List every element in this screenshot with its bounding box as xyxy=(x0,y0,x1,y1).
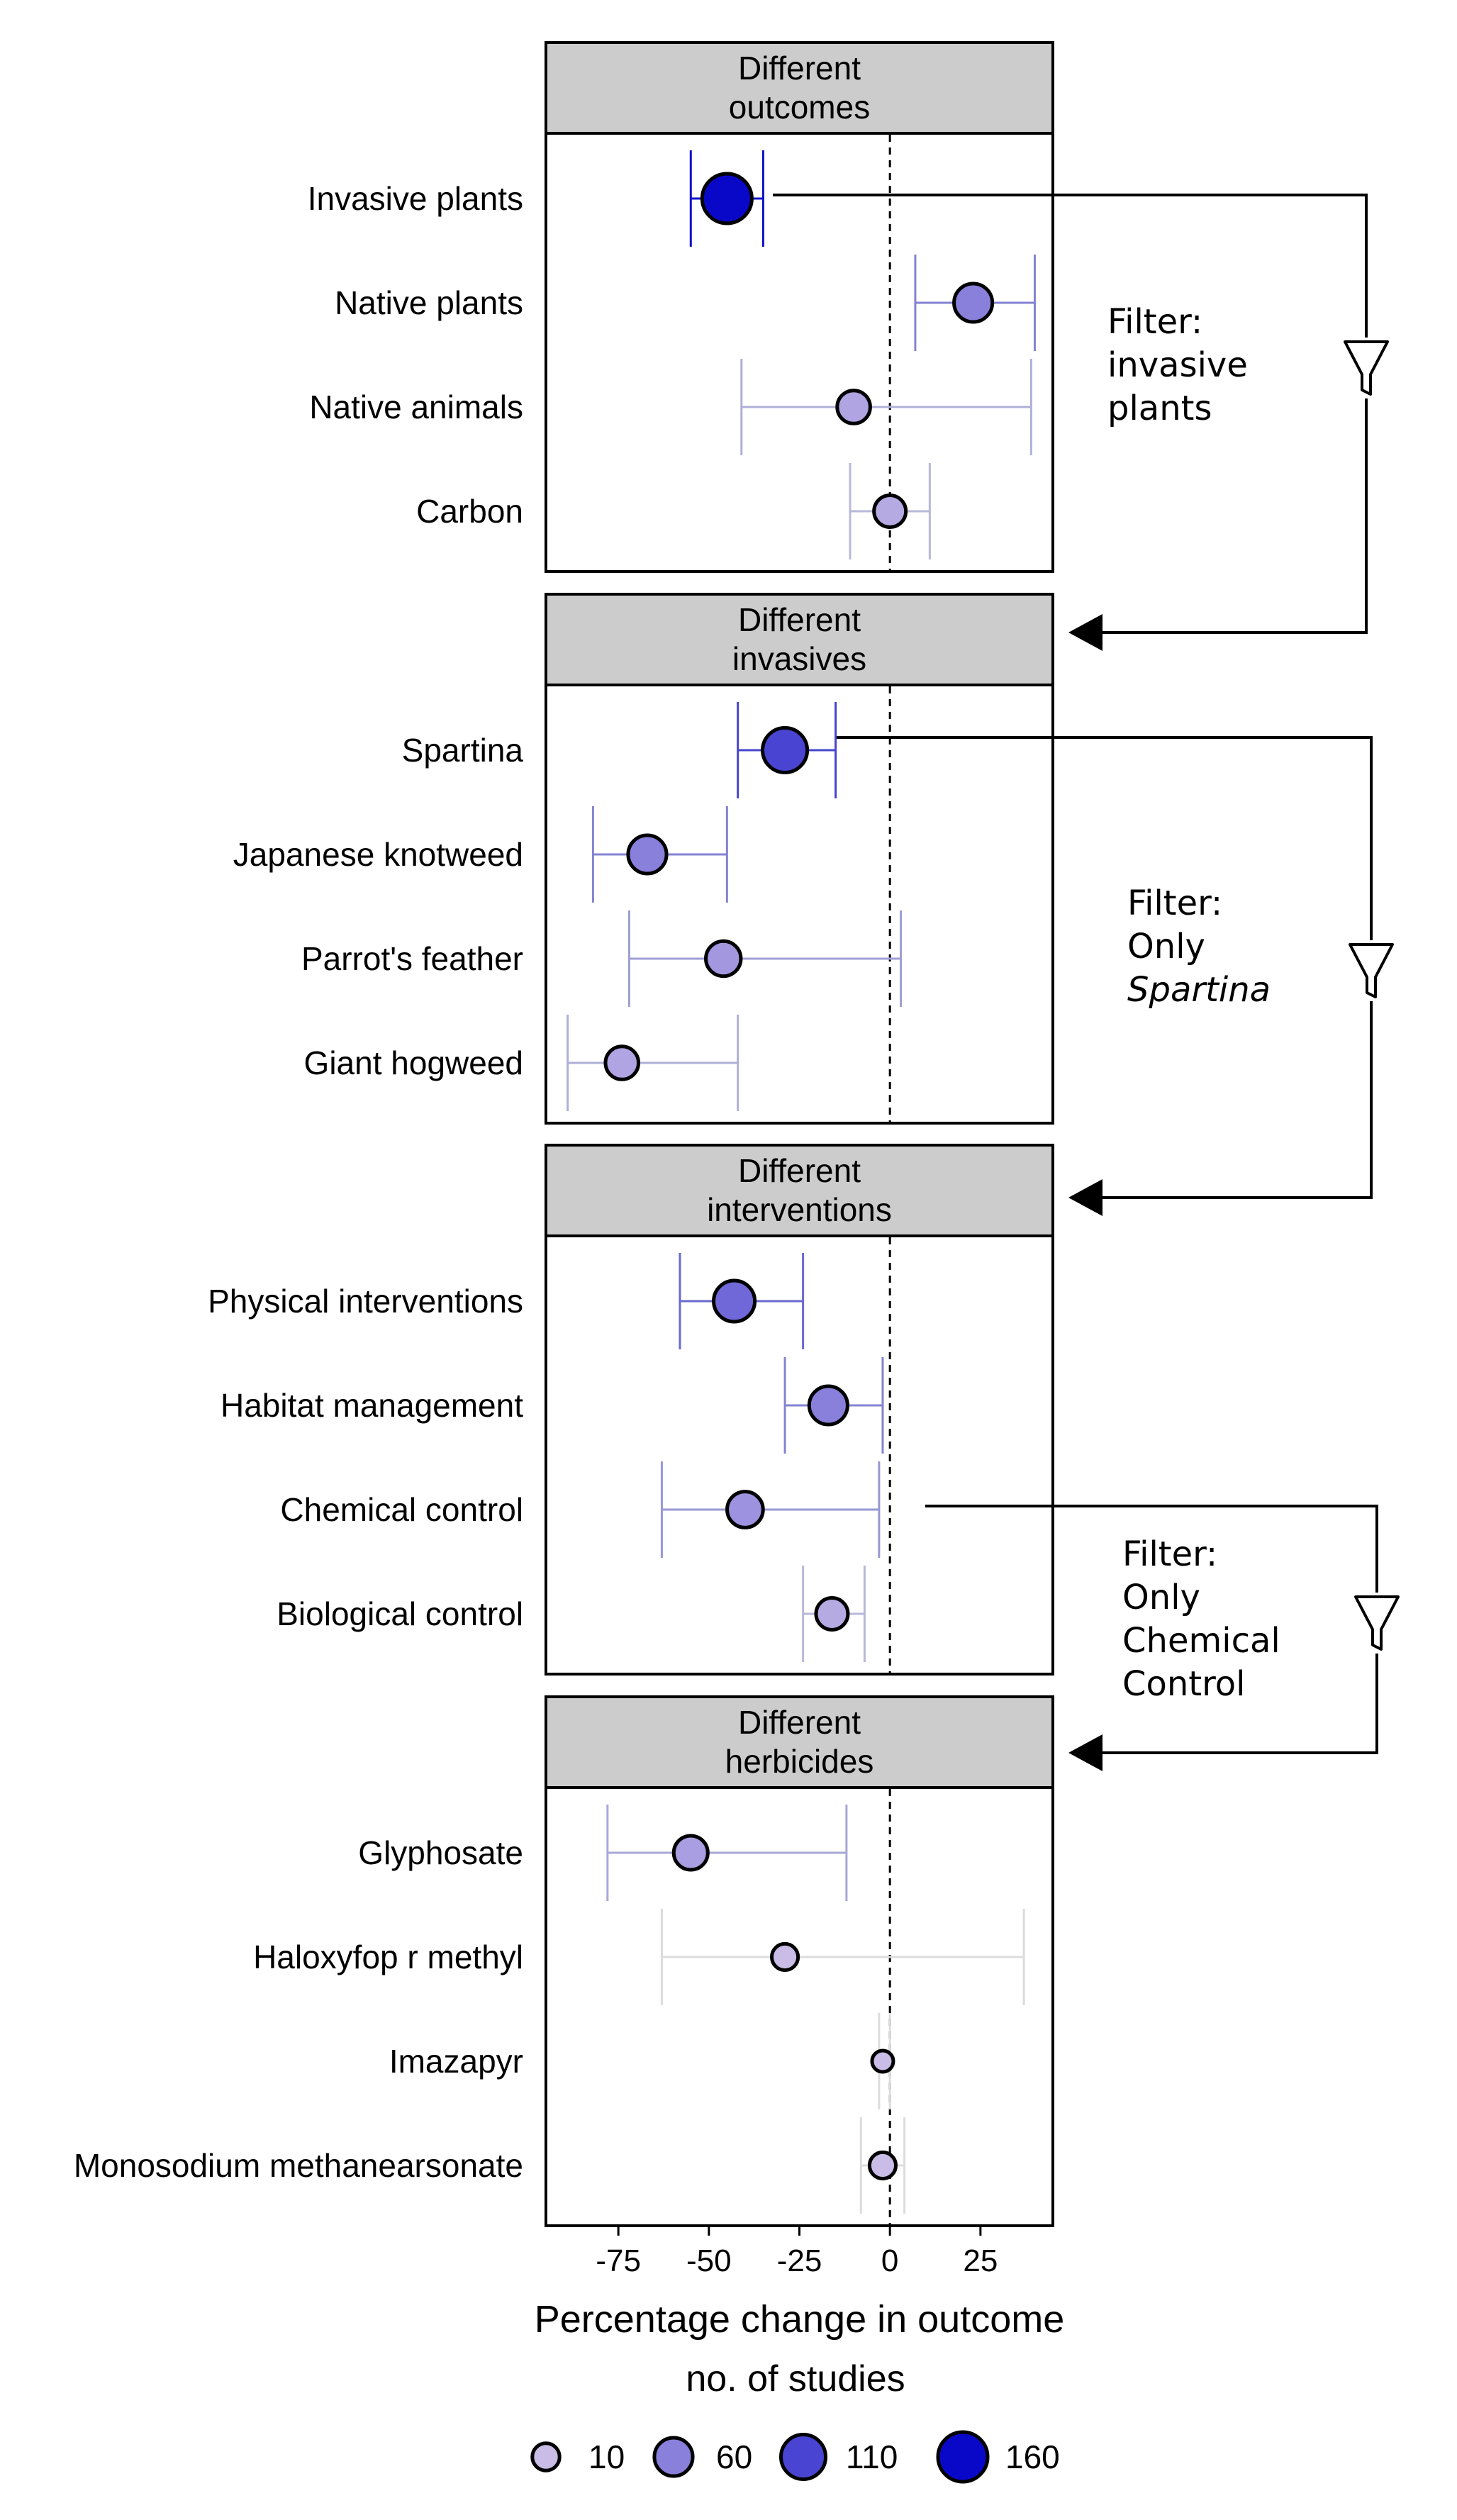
row-label: Imazapyr xyxy=(389,2043,523,2080)
x-tick-label: -75 xyxy=(596,2243,641,2278)
panel-header-text: herbicides xyxy=(725,1743,874,1780)
row-label: Haloxyfop r methyl xyxy=(253,1939,523,1975)
filter-connector-bottom xyxy=(1097,398,1368,634)
filter-arrowhead xyxy=(1068,1734,1102,1771)
x-tick-label: 25 xyxy=(963,2243,998,2278)
row-label: Native animals xyxy=(309,389,523,425)
legend-swatch xyxy=(936,2430,990,2484)
row-label: Giant hogweed xyxy=(304,1044,523,1081)
estimate-point xyxy=(814,1596,850,1632)
estimate-point xyxy=(700,172,754,225)
funnel-icon xyxy=(1344,340,1389,396)
row-label: Habitat management xyxy=(220,1387,523,1424)
filter-connector-top xyxy=(773,194,1368,338)
row-label: Glyphosate xyxy=(358,1834,523,1871)
filter-arrowhead xyxy=(1068,1179,1102,1216)
filter-label: plants xyxy=(1107,389,1212,428)
filter-label: invasive xyxy=(1107,345,1248,385)
panel-header-text: Different xyxy=(738,1704,861,1741)
filter-label: Spartina xyxy=(1127,970,1271,1010)
filter-label: Filter: xyxy=(1122,1534,1217,1574)
filter-connector-bottom xyxy=(1097,1001,1373,1199)
panel-header-2 xyxy=(545,1144,1054,1237)
legend-title: no. of studies xyxy=(686,2358,905,2399)
filter-label: Only xyxy=(1127,927,1205,966)
estimate-point xyxy=(952,281,995,324)
filter-label: Control xyxy=(1122,1664,1246,1704)
panel-header-text: Different xyxy=(738,601,861,638)
panel-header-text: Different xyxy=(738,50,861,87)
panel-header-text: interventions xyxy=(707,1191,892,1228)
panel-frame-3 xyxy=(545,1786,1054,2227)
row-label: Spartina xyxy=(402,732,524,769)
row-label: Japanese knotweed xyxy=(233,836,523,873)
estimate-point xyxy=(603,1044,641,1081)
legend-label: 110 xyxy=(846,2438,898,2475)
x-tick-label: 0 xyxy=(881,2243,898,2278)
legend-label: 160 xyxy=(1005,2438,1060,2475)
panel-frame-2 xyxy=(545,1234,1054,1676)
estimate-point xyxy=(761,725,810,775)
filter-label: Filter: xyxy=(1107,302,1202,342)
row-label: Parrot's feather xyxy=(301,940,523,977)
row-label: Invasive plants xyxy=(308,180,523,217)
x-tick-label: -50 xyxy=(686,2243,732,2278)
funnel-icon xyxy=(1354,1595,1400,1651)
filter-label: Only xyxy=(1122,1578,1200,1617)
legend-swatch xyxy=(652,2436,695,2478)
panel-header-1 xyxy=(545,593,1054,686)
estimate-point xyxy=(770,1941,800,1973)
row-label: Chemical control xyxy=(280,1491,523,1528)
filter-label: Chemical xyxy=(1122,1621,1280,1661)
estimate-point xyxy=(870,2048,895,2074)
legend-label: 10 xyxy=(588,2438,625,2475)
panel-header-text: invasives xyxy=(732,640,866,677)
row-label: Biological control xyxy=(277,1595,523,1632)
estimate-point xyxy=(872,494,908,529)
estimate-point xyxy=(671,1834,710,1872)
panel-header-text: Different xyxy=(738,1152,861,1189)
estimate-point xyxy=(712,1278,757,1324)
legend-label: 60 xyxy=(716,2438,752,2475)
panel-header-3 xyxy=(545,1695,1054,1789)
panel-header-0 xyxy=(545,41,1054,135)
filter-connector-bottom xyxy=(1097,1654,1378,1754)
row-label: Carbon xyxy=(416,493,523,530)
row-label: Physical interventions xyxy=(208,1283,523,1320)
legend-swatch xyxy=(530,2441,562,2472)
estimate-point xyxy=(626,833,669,876)
filter-arrowhead xyxy=(1068,614,1102,651)
x-axis-title: Percentage change in outcome xyxy=(535,2298,1065,2341)
row-label: Monosodium methanearsonate xyxy=(74,2147,523,2184)
filter-label: Filter: xyxy=(1127,883,1222,923)
funnel-icon xyxy=(1349,943,1394,998)
estimate-point xyxy=(704,939,743,979)
panel-frame-0 xyxy=(545,132,1054,573)
estimate-point xyxy=(725,1490,765,1529)
estimate-point xyxy=(835,389,872,425)
estimate-point xyxy=(867,2150,898,2181)
estimate-point xyxy=(807,1384,849,1427)
panel-header-text: outcomes xyxy=(729,89,870,126)
filter-connector-top xyxy=(837,736,1373,940)
x-tick-label: -25 xyxy=(777,2243,822,2278)
filter-connector-top xyxy=(925,1505,1378,1593)
legend-swatch xyxy=(778,2432,828,2482)
row-label: Native plants xyxy=(335,284,523,321)
